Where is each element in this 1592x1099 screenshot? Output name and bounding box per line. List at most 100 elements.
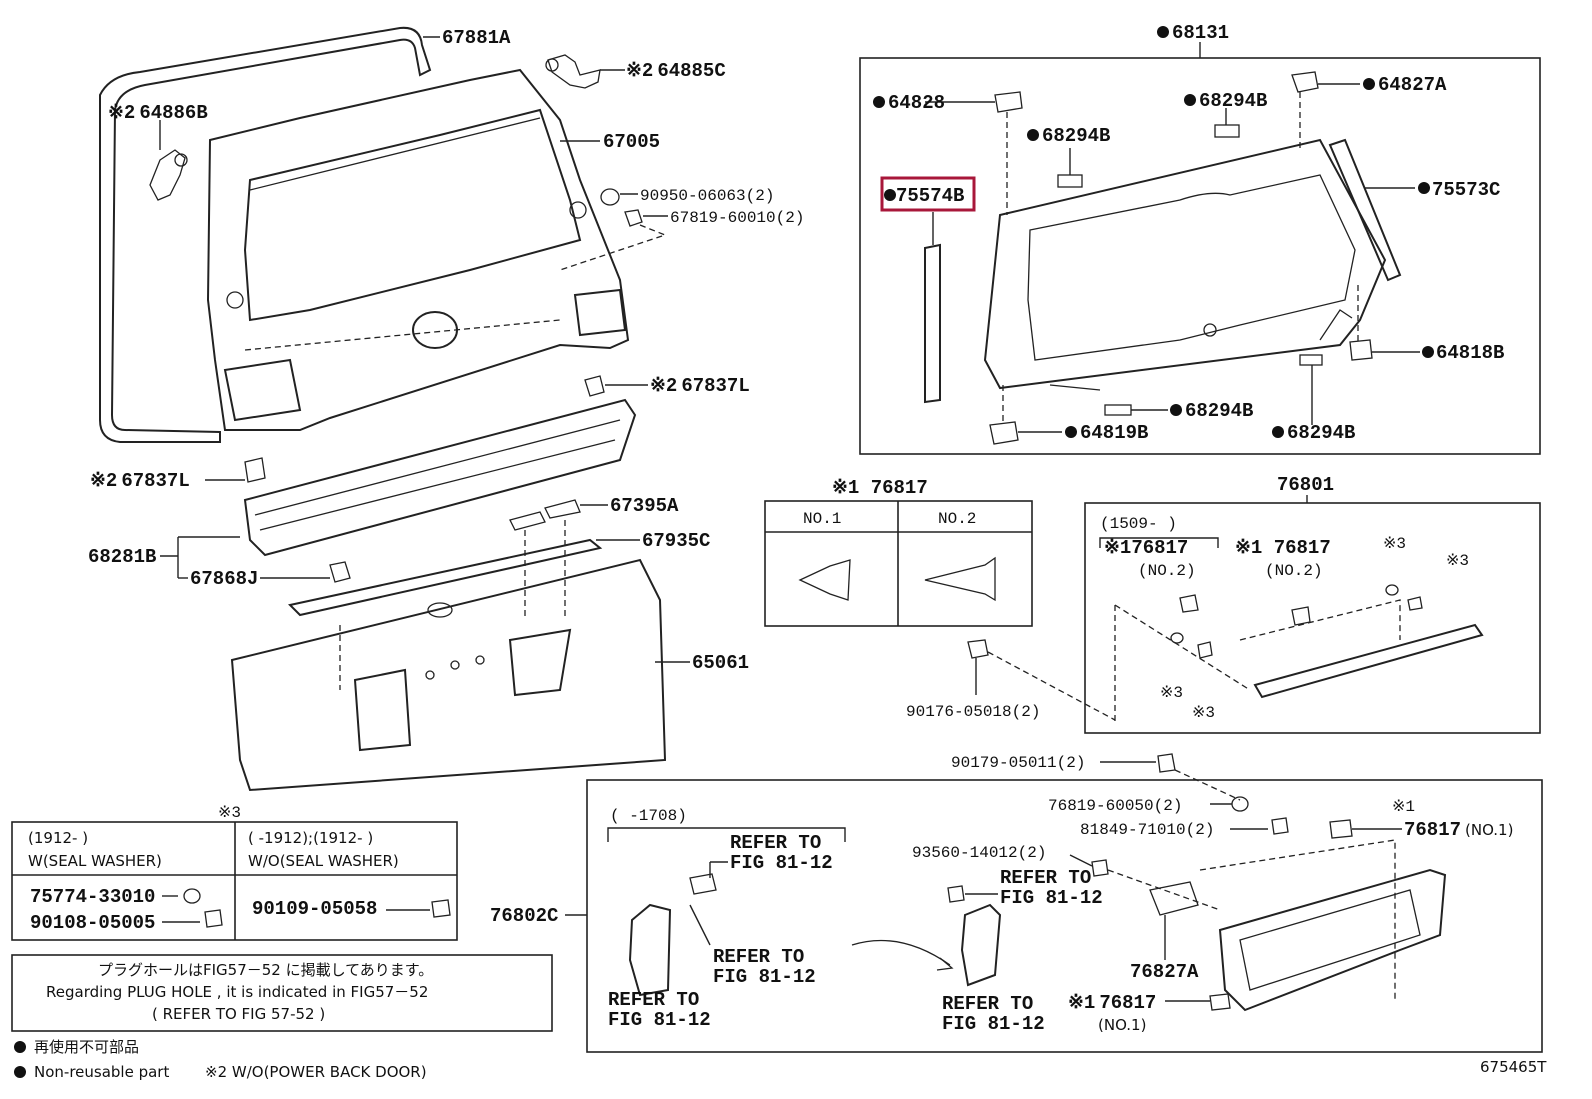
label-bolt[interactable]: 93560-14012(2) xyxy=(912,844,1046,862)
label-moulding-left[interactable]: 75574B xyxy=(896,185,964,207)
lamp-left-drawing xyxy=(628,903,672,997)
latch-drawing xyxy=(1149,881,1199,916)
label-washer[interactable]: 76819-60050(2) xyxy=(1048,797,1182,815)
highlight-box xyxy=(880,176,976,212)
spacer-3-drawing xyxy=(1104,404,1132,416)
garnish-assy-drawing xyxy=(243,398,637,557)
garnish-mark-c: ※3 xyxy=(1160,684,1183,702)
refer-2b[interactable]: FIG 81-12 xyxy=(608,1009,711,1031)
seal-a-drawing xyxy=(509,511,546,531)
label-latch[interactable]: 76827A xyxy=(1130,961,1199,983)
garnish-mark-a: ※3 xyxy=(1383,535,1406,553)
hinge-cover-left-drawing xyxy=(149,149,188,201)
bracket-left-drawing xyxy=(244,457,266,483)
label-clip-no1-bottom-no: (NO.1) xyxy=(1098,1016,1146,1034)
clip-no1-right-drawing xyxy=(1329,819,1353,839)
label-weatherstrip[interactable]: 67881A xyxy=(442,27,511,49)
label-spacer-4[interactable]: 68294B xyxy=(1287,422,1355,444)
refer-2a[interactable]: REFER TO xyxy=(608,989,699,1011)
refer-1a[interactable]: REFER TO xyxy=(730,832,821,854)
washer-table-h2: ( -1912);(1912- ) xyxy=(248,829,373,847)
label-glass-assy[interactable]: 68131 xyxy=(1172,22,1229,44)
note-ref[interactable]: ( REFER TO FIG 57-52 ) xyxy=(152,1005,325,1023)
label-garnish[interactable]: 76801 xyxy=(1277,474,1334,496)
plate-garnish-drawing xyxy=(1199,839,1447,1012)
lower-panel-drawing xyxy=(230,558,667,792)
label-seal-a[interactable]: 67395A xyxy=(610,495,679,517)
legend-jp: 再使用不可部品 xyxy=(34,1038,139,1056)
holder-left-drawing xyxy=(994,91,1023,113)
label-cushion[interactable]: 67819-60010(2) xyxy=(670,209,804,227)
bulb-socket-drawing xyxy=(689,873,717,895)
label-spacer-2[interactable]: 68294B xyxy=(1042,125,1110,147)
label-lower-panel[interactable]: 65061 xyxy=(692,652,749,674)
label-nut[interactable]: 81849-71010(2) xyxy=(1080,821,1214,839)
mark-clip-no1-right: ※1 xyxy=(1392,798,1415,816)
refer-5a[interactable]: REFER TO xyxy=(942,993,1033,1015)
back-glass-drawing xyxy=(983,138,1387,391)
washer-drawing xyxy=(1231,796,1249,812)
clip-a-drawing xyxy=(329,561,351,583)
clip-no1-bottom-drawing xyxy=(1209,993,1231,1011)
note-en: Regarding PLUG HOLE , it is indicated in… xyxy=(46,983,428,1001)
nut-drawing xyxy=(1271,817,1289,835)
label-spacer-1[interactable]: 68294B xyxy=(1199,90,1267,112)
refer-5b[interactable]: FIG 81-12 xyxy=(942,1013,1045,1035)
label-clip-no1-right-no: (NO.1) xyxy=(1465,821,1513,839)
refer-4a[interactable]: REFER TO xyxy=(1000,867,1091,889)
label-plate-garnish[interactable]: 76802C xyxy=(490,905,558,927)
diagram-code: 675465T xyxy=(1480,1058,1547,1076)
garnish-mark-d: ※3 xyxy=(1192,704,1215,722)
screw-lamp-drawing xyxy=(947,885,965,903)
refer-3b[interactable]: FIG 81-12 xyxy=(713,966,816,988)
clip-table-col2: NO.2 xyxy=(938,510,976,528)
clip-no2-drawing xyxy=(924,556,996,602)
hinge-cover-right-drawing xyxy=(545,54,601,89)
cushion-drawing xyxy=(624,209,643,227)
legend-en: Non-reusable part xyxy=(34,1063,169,1081)
label-seal-c[interactable]: 67935C xyxy=(642,530,710,552)
seal-c-drawing xyxy=(287,538,603,617)
clip-table-col1: NO.1 xyxy=(803,510,841,528)
label-back-door-panel[interactable]: 67005 xyxy=(603,131,660,153)
washer-table-p2[interactable]: 90108-05005 xyxy=(30,912,155,934)
washer-table-p3[interactable]: 90109-05058 xyxy=(252,898,377,920)
refer-1b[interactable]: FIG 81-12 xyxy=(730,852,833,874)
label-screw-2[interactable]: 90179-05011(2) xyxy=(951,754,1085,772)
garnish-date-range: (1509- ) xyxy=(1100,515,1177,533)
garnish-clip-b[interactable]: ※1 76817 xyxy=(1235,537,1331,559)
label-moulding-right[interactable]: 75573C xyxy=(1432,179,1500,201)
label-holder-lower-right[interactable]: 64818B xyxy=(1436,342,1504,364)
plug-hole-note xyxy=(11,954,553,1032)
plug-drawing xyxy=(600,188,620,206)
garnish-mark-b: ※3 xyxy=(1446,552,1469,570)
refer-4b[interactable]: FIG 81-12 xyxy=(1000,887,1103,909)
washer-table-h2b: W/O(SEAL WASHER) xyxy=(248,852,399,870)
refer-3a[interactable]: REFER TO xyxy=(713,946,804,968)
label-screw-1[interactable]: 90176-05018(2) xyxy=(906,703,1040,721)
washer-table-mark: ※3 xyxy=(218,804,241,822)
label-spacer-3[interactable]: 68294B xyxy=(1185,400,1253,422)
clip-table-header[interactable]: ※1 76817 xyxy=(832,477,928,499)
moulding-right-drawing xyxy=(1328,138,1402,282)
washer-table-h1b: W(SEAL WASHER) xyxy=(28,852,162,870)
moulding-left-drawing xyxy=(924,243,941,404)
label-garnish-assy[interactable]: 68281B xyxy=(88,546,156,568)
label-plug[interactable]: 90950-06063(2) xyxy=(640,187,774,205)
plate-garnish-box xyxy=(586,779,1543,1053)
label-holder-right[interactable]: 64827A xyxy=(1378,74,1447,96)
label-clip-a[interactable]: 67868J xyxy=(190,568,258,590)
holder-right-drawing xyxy=(1291,71,1319,93)
label-clip-no1-right[interactable]: 76817 xyxy=(1404,819,1461,841)
bracket-right-drawing xyxy=(584,375,605,397)
washer-table-p1[interactable]: 75774-33010 xyxy=(30,886,155,908)
garnish-clip-a[interactable]: ※176817 xyxy=(1104,537,1188,559)
lamp-right-drawing xyxy=(960,903,1002,987)
label-holder-left[interactable]: 64828 xyxy=(888,92,945,114)
label-holder-lower-left[interactable]: 64819B xyxy=(1080,422,1148,444)
